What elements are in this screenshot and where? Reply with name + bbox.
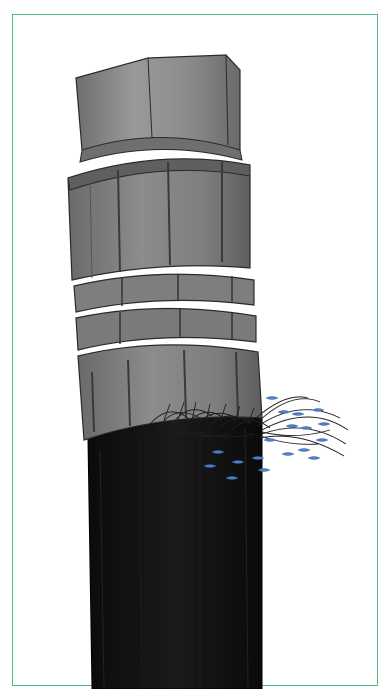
drop: [292, 413, 304, 416]
hose: [88, 417, 262, 689]
drop: [298, 449, 310, 452]
drop: [308, 457, 320, 460]
drop: [266, 397, 278, 400]
drop: [264, 439, 276, 442]
ferrule: [68, 159, 262, 440]
drop: [286, 425, 298, 428]
drop: [282, 453, 294, 456]
drop: [318, 423, 330, 426]
hex-nut: [76, 55, 242, 162]
drop: [278, 411, 290, 414]
drop: [316, 439, 328, 442]
